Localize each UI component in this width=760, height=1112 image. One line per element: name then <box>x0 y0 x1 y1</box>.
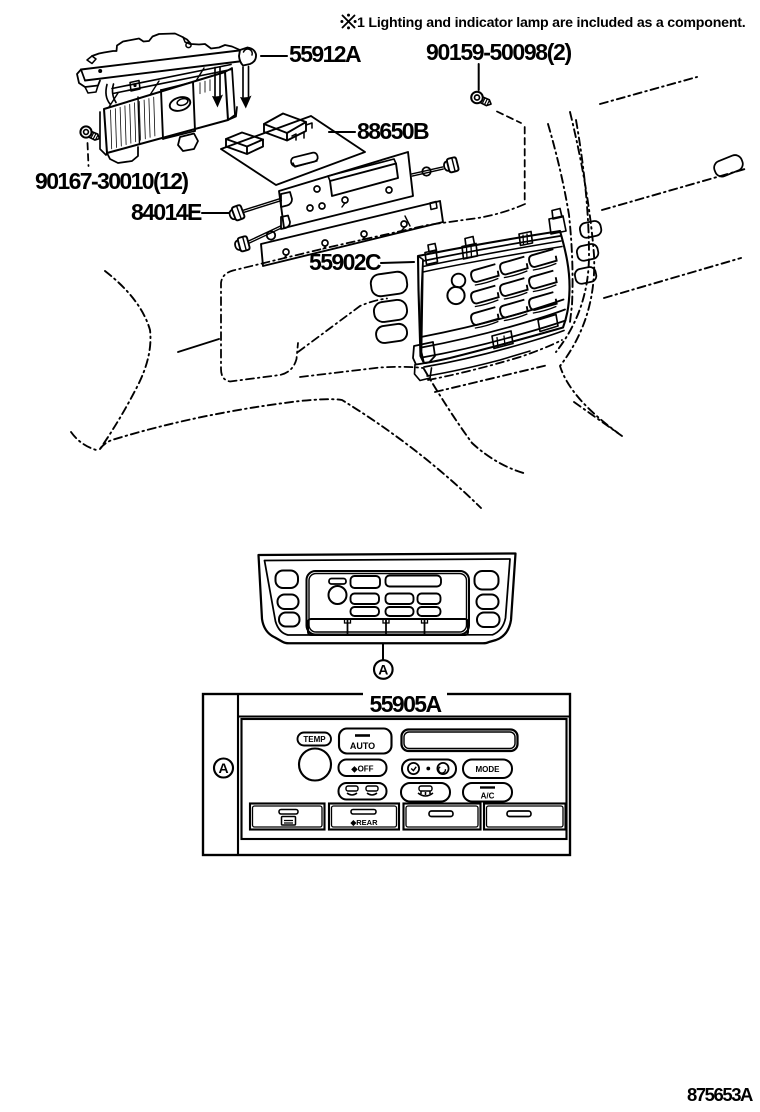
svg-text:◆OFF: ◆OFF <box>350 765 373 774</box>
svg-text:AUTO: AUTO <box>350 741 375 751</box>
svg-text:A: A <box>378 662 388 678</box>
svg-text:875653A: 875653A <box>687 1084 753 1105</box>
svg-text:A: A <box>218 760 228 776</box>
svg-text:55902C: 55902C <box>309 249 381 275</box>
svg-text:TEMP: TEMP <box>303 735 326 744</box>
svg-text:90159-50098(2): 90159-50098(2) <box>426 39 571 65</box>
svg-text:84014E: 84014E <box>131 199 202 225</box>
svg-text:90167-30010(12): 90167-30010(12) <box>35 168 188 194</box>
svg-text:55905A: 55905A <box>370 691 442 717</box>
svg-text:55912A: 55912A <box>289 41 361 67</box>
svg-text:A/C: A/C <box>481 792 495 801</box>
svg-text:MODE: MODE <box>476 765 501 774</box>
svg-text:88650B: 88650B <box>357 118 429 144</box>
svg-text:1 Lighting and indicator lamp: 1 Lighting and indicator lamp are includ… <box>357 15 746 31</box>
svg-text:◆REAR: ◆REAR <box>349 818 378 827</box>
